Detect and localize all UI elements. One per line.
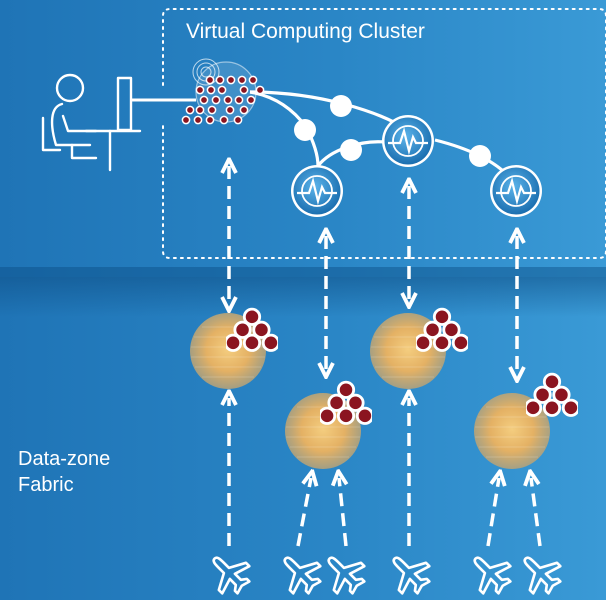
user-at-workstation-icon xyxy=(41,73,142,172)
zone-separator xyxy=(0,267,606,277)
fabric-label-line1: Data-zone xyxy=(18,448,111,470)
fabric-label-line2: Fabric xyxy=(18,474,74,497)
data-dot-cluster xyxy=(526,372,578,417)
pulse-node-icon xyxy=(380,113,436,169)
airplane-icon xyxy=(205,549,253,597)
airplane-icon xyxy=(320,549,368,597)
zone-separator-shadow xyxy=(0,277,606,317)
data-exchange-arrows xyxy=(229,166,517,374)
airplane-icon xyxy=(466,549,514,597)
fabric-label: Data-zone Fabric xyxy=(18,446,110,499)
airplane-icon xyxy=(385,549,433,597)
cluster-title: Virtual Computing Cluster xyxy=(186,20,425,43)
network-junctions xyxy=(294,95,491,167)
ingest-arrows xyxy=(229,398,542,547)
pulse-node-icon xyxy=(289,163,345,219)
airplane-icon xyxy=(276,549,324,597)
cluster-boundary xyxy=(162,8,606,259)
pulse-node-icon xyxy=(488,163,544,219)
analytics-hub-icon xyxy=(181,58,265,125)
airplane-icon xyxy=(516,549,564,597)
